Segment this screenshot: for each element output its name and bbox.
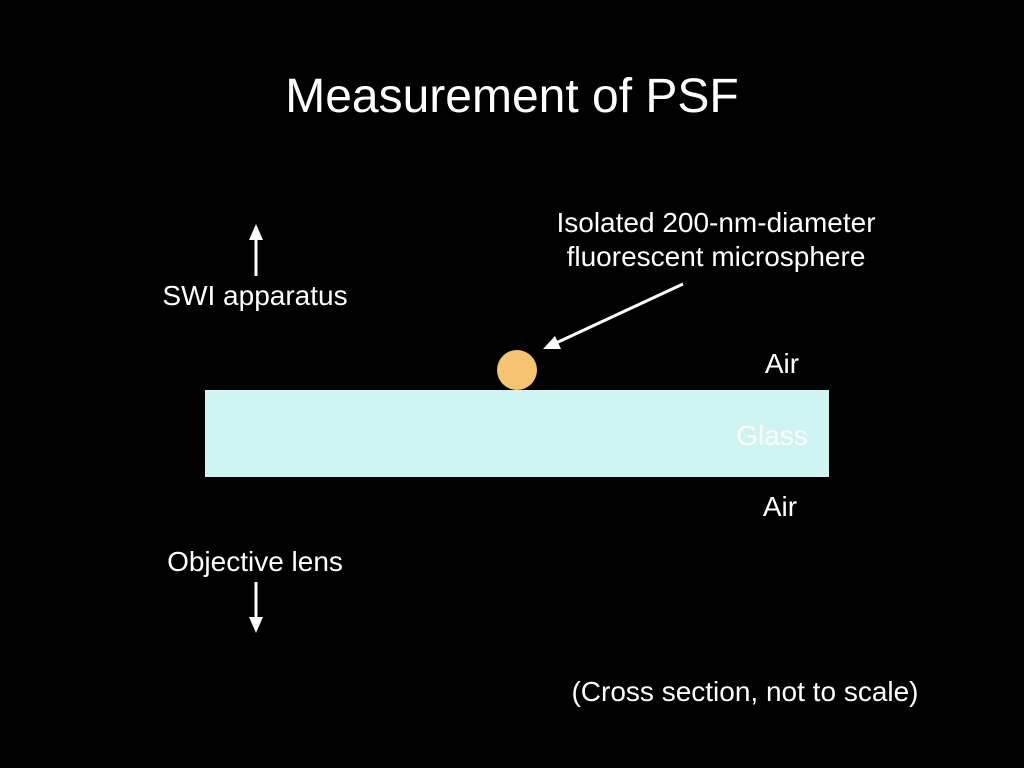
microsphere-label: Isolated 200-nm-diameter fluorescent mic…	[516, 206, 916, 273]
arrow-down-icon	[249, 582, 263, 633]
arrow-up-icon	[249, 224, 263, 276]
air-top-label: Air	[764, 348, 800, 379]
glass-label: Glass	[736, 420, 808, 451]
swi-apparatus-label: SWI apparatus	[162, 280, 348, 311]
glass-slab	[205, 390, 829, 477]
slide-title: Measurement of PSF	[285, 70, 739, 123]
microsphere	[497, 350, 537, 390]
pointer-arrow-icon	[543, 282, 684, 349]
microsphere-label-line1: Isolated 200-nm-diameter	[556, 207, 876, 238]
scale-note: (Cross section, not to scale)	[571, 676, 919, 707]
microsphere-label-line2: fluorescent microsphere	[566, 240, 866, 272]
objective-lens-label: Objective lens	[167, 546, 343, 577]
air-bottom-label: Air	[762, 491, 798, 522]
